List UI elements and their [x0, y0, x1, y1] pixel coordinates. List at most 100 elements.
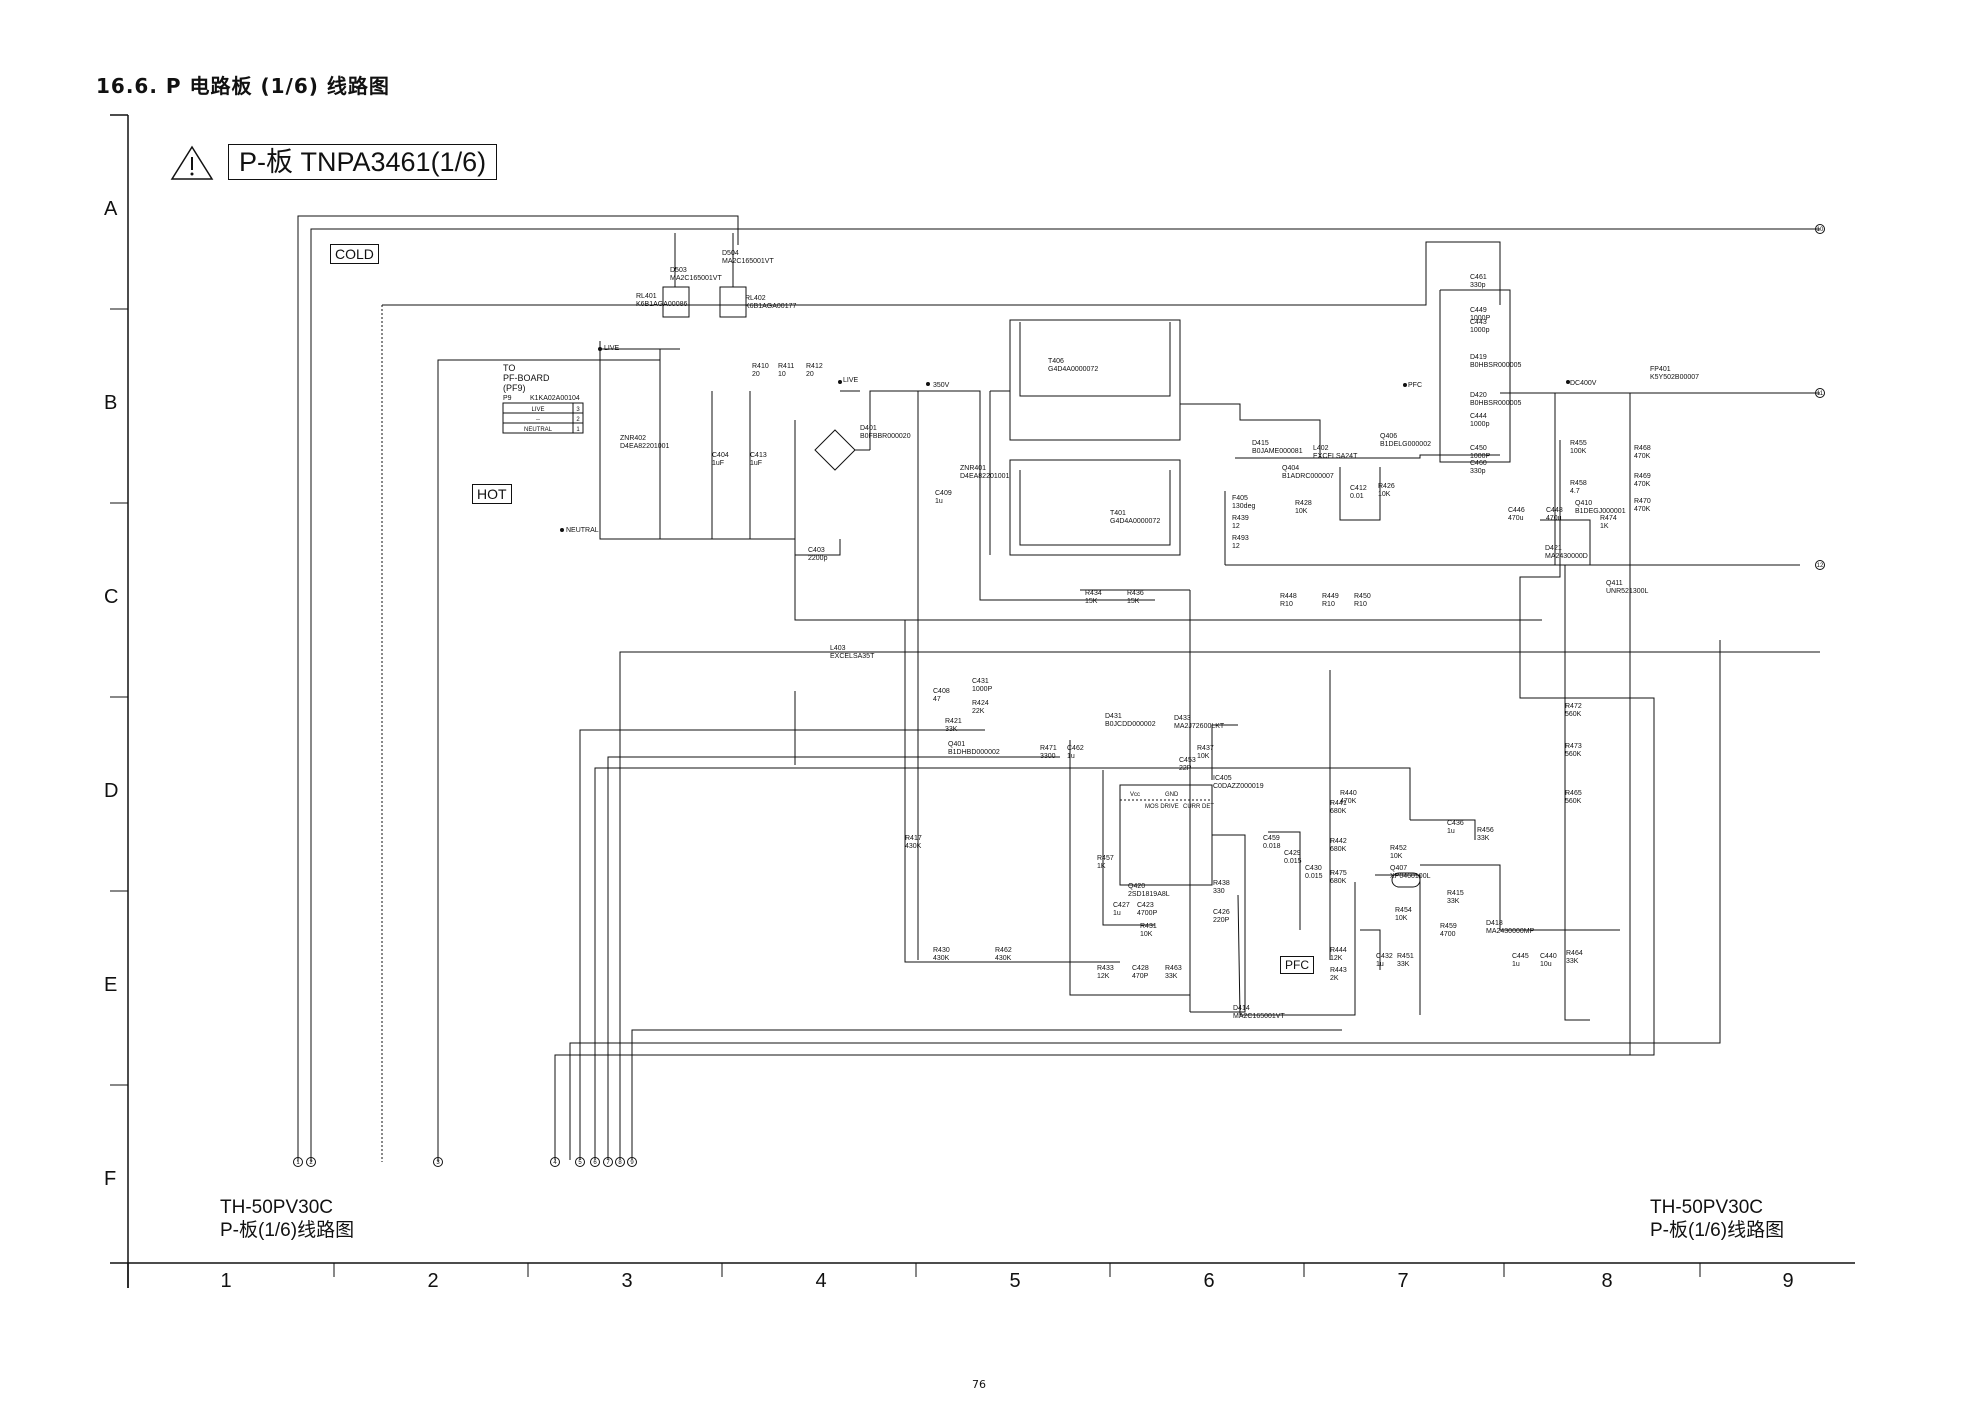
- col-label-4: 4: [815, 1270, 827, 1292]
- component-ref-r443: R443: [1330, 967, 1347, 974]
- component-ref-c444: C444: [1470, 413, 1487, 420]
- component-ref-q407: Q407: [1390, 865, 1407, 872]
- component-ref-r473: R473: [1565, 743, 1582, 750]
- component-value-rl402: K6B1AGA00177: [745, 303, 796, 310]
- component-value-c459: 0.018: [1263, 843, 1281, 850]
- component-value-q401: B1DHBD000002: [948, 749, 1000, 756]
- offpage-bottom-9: 9: [630, 1160, 634, 1166]
- component-value-c403: 2200p: [808, 555, 828, 562]
- offpage-right-10: 10: [1817, 227, 1824, 233]
- hot-label: HOT: [472, 484, 512, 504]
- component-value-f405: 130deg: [1232, 503, 1255, 510]
- component-ref-r455: R455: [1570, 440, 1587, 447]
- row-label-c: C: [104, 586, 119, 608]
- component-ref-q420: Q420: [1128, 883, 1145, 890]
- footer-right-caption: P-板(1/6)线路图: [1650, 1220, 1785, 1241]
- component-value-r472: 560K: [1565, 711, 1582, 718]
- component-ref-c440: C440: [1540, 953, 1557, 960]
- col-label-5: 5: [1009, 1270, 1021, 1292]
- component-value-t406: G4D4A0000072: [1048, 366, 1098, 373]
- component-ref-r421: R421: [945, 718, 962, 725]
- row-label-f: F: [104, 1168, 117, 1190]
- pf-board-label: PF-BOARD: [503, 373, 550, 383]
- component-ref-r468: R468: [1634, 445, 1651, 452]
- component-value-c462: 1u: [1067, 753, 1075, 760]
- component-value-rl401: K6B1AGA00086: [636, 301, 687, 308]
- connector-p9: P9 K1KA02A00104 LIVE -- NEUTRAL 3 2 1: [502, 395, 584, 434]
- component-ref-d414: D414: [1233, 1005, 1250, 1012]
- col-label-3: 3: [621, 1270, 633, 1292]
- component-value-r449: R10: [1322, 601, 1335, 608]
- component-ref-c445: C445: [1512, 953, 1529, 960]
- component-value-r456: 33K: [1477, 835, 1490, 842]
- component-value-r411: 10: [778, 371, 786, 378]
- component-ref-d415: D415: [1252, 440, 1269, 447]
- component-value-r441: 680K: [1330, 808, 1347, 815]
- component-value-ic405: C0DAZZ000019: [1213, 783, 1264, 790]
- neutral-node-label: NEUTRAL: [566, 527, 599, 534]
- warning-icon: [170, 145, 214, 180]
- component-value-d419: B0HBSR000005: [1470, 362, 1521, 369]
- component-ref-d431: D431: [1105, 713, 1122, 720]
- component-ref-d418: D418: [1486, 920, 1503, 927]
- component-value-d421: MA2430000D: [1545, 553, 1588, 560]
- component-ref-r462: R462: [995, 947, 1012, 954]
- component-value-q407: XP0460100L: [1390, 873, 1431, 880]
- component-ref-r428: R428: [1295, 500, 1312, 507]
- component-ref-rl402: RL402: [745, 295, 766, 302]
- col-label-1: 1: [220, 1270, 232, 1292]
- component-value-r438: 330: [1213, 888, 1225, 895]
- component-ref-q410: Q410: [1575, 500, 1592, 507]
- component-value-r469: 470K: [1634, 481, 1651, 488]
- component-value-r462: 430K: [995, 955, 1012, 962]
- component-ref-r459: R459: [1440, 923, 1457, 930]
- component-ref-c459: C459: [1263, 835, 1280, 842]
- component-ref-r436: R436: [1127, 590, 1144, 597]
- component-value-r426: 10K: [1378, 491, 1391, 498]
- component-value-r493: 12: [1232, 543, 1240, 550]
- component-value-r454: 10K: [1395, 915, 1408, 922]
- connector-pin-nc: --: [536, 417, 540, 423]
- connector-part: K1KA02A00104: [530, 395, 580, 402]
- component-value-r444: 12K: [1330, 955, 1343, 962]
- component-value-d415: B0JAME000081: [1252, 448, 1303, 455]
- component-ref-r412: R412: [806, 363, 823, 370]
- component-ref-t401: T401: [1110, 510, 1126, 517]
- component-ref-r493: R493: [1232, 535, 1249, 542]
- live-node-label-1: LIVE: [604, 345, 620, 352]
- component-ref-r444: R444: [1330, 947, 1347, 954]
- to-label: TO: [503, 363, 515, 373]
- component-value-r430: 430K: [933, 955, 950, 962]
- footer-left: TH-50PV30C P-板(1/6)线路图: [220, 1196, 354, 1242]
- component-value-r463: 33K: [1165, 973, 1178, 980]
- pf9-label: (PF9): [503, 383, 526, 393]
- component-ref-r426: R426: [1378, 483, 1395, 490]
- row-label-e: E: [104, 974, 118, 996]
- component-ref-d433: D433: [1174, 715, 1191, 722]
- footer-left-caption: P-板(1/6)线路图: [220, 1220, 355, 1241]
- component-value-r410: 20: [752, 371, 760, 378]
- component-ref-r469: R469: [1634, 473, 1651, 480]
- component-ref-c412: C412: [1350, 485, 1367, 492]
- col-label-7: 7: [1397, 1270, 1409, 1292]
- component-ref-c430: C430: [1305, 865, 1322, 872]
- component-ref-c443: C443: [1470, 319, 1487, 326]
- offpage-bottom-7: 7: [606, 1160, 610, 1166]
- component-ref-ic405: IC405: [1213, 775, 1232, 782]
- component-value-l403: EXCELSA35T: [830, 653, 875, 660]
- component-ref-r472: R472: [1565, 703, 1582, 710]
- component-ref-r474: R474: [1600, 515, 1617, 522]
- dc400-label: DC400V: [1570, 380, 1597, 387]
- connector-pin-live: LIVE: [531, 407, 544, 413]
- connector-pin-neutral: NEUTRAL: [524, 427, 553, 433]
- component-value-c453: 22P: [1179, 765, 1192, 772]
- component-ref-r464: R464: [1566, 950, 1583, 957]
- component-ref-c431: C431: [972, 678, 989, 685]
- component-ref-c403: C403: [808, 547, 825, 554]
- component-ref-r450: R450: [1354, 593, 1371, 600]
- component-ref-r441: R441: [1330, 800, 1347, 807]
- row-label-a: A: [104, 198, 118, 220]
- component-value-d433: MA2J72600LKT: [1174, 723, 1225, 730]
- component-value-l402: EXCELSA24T: [1313, 453, 1358, 460]
- component-ref-l403: L403: [830, 645, 846, 652]
